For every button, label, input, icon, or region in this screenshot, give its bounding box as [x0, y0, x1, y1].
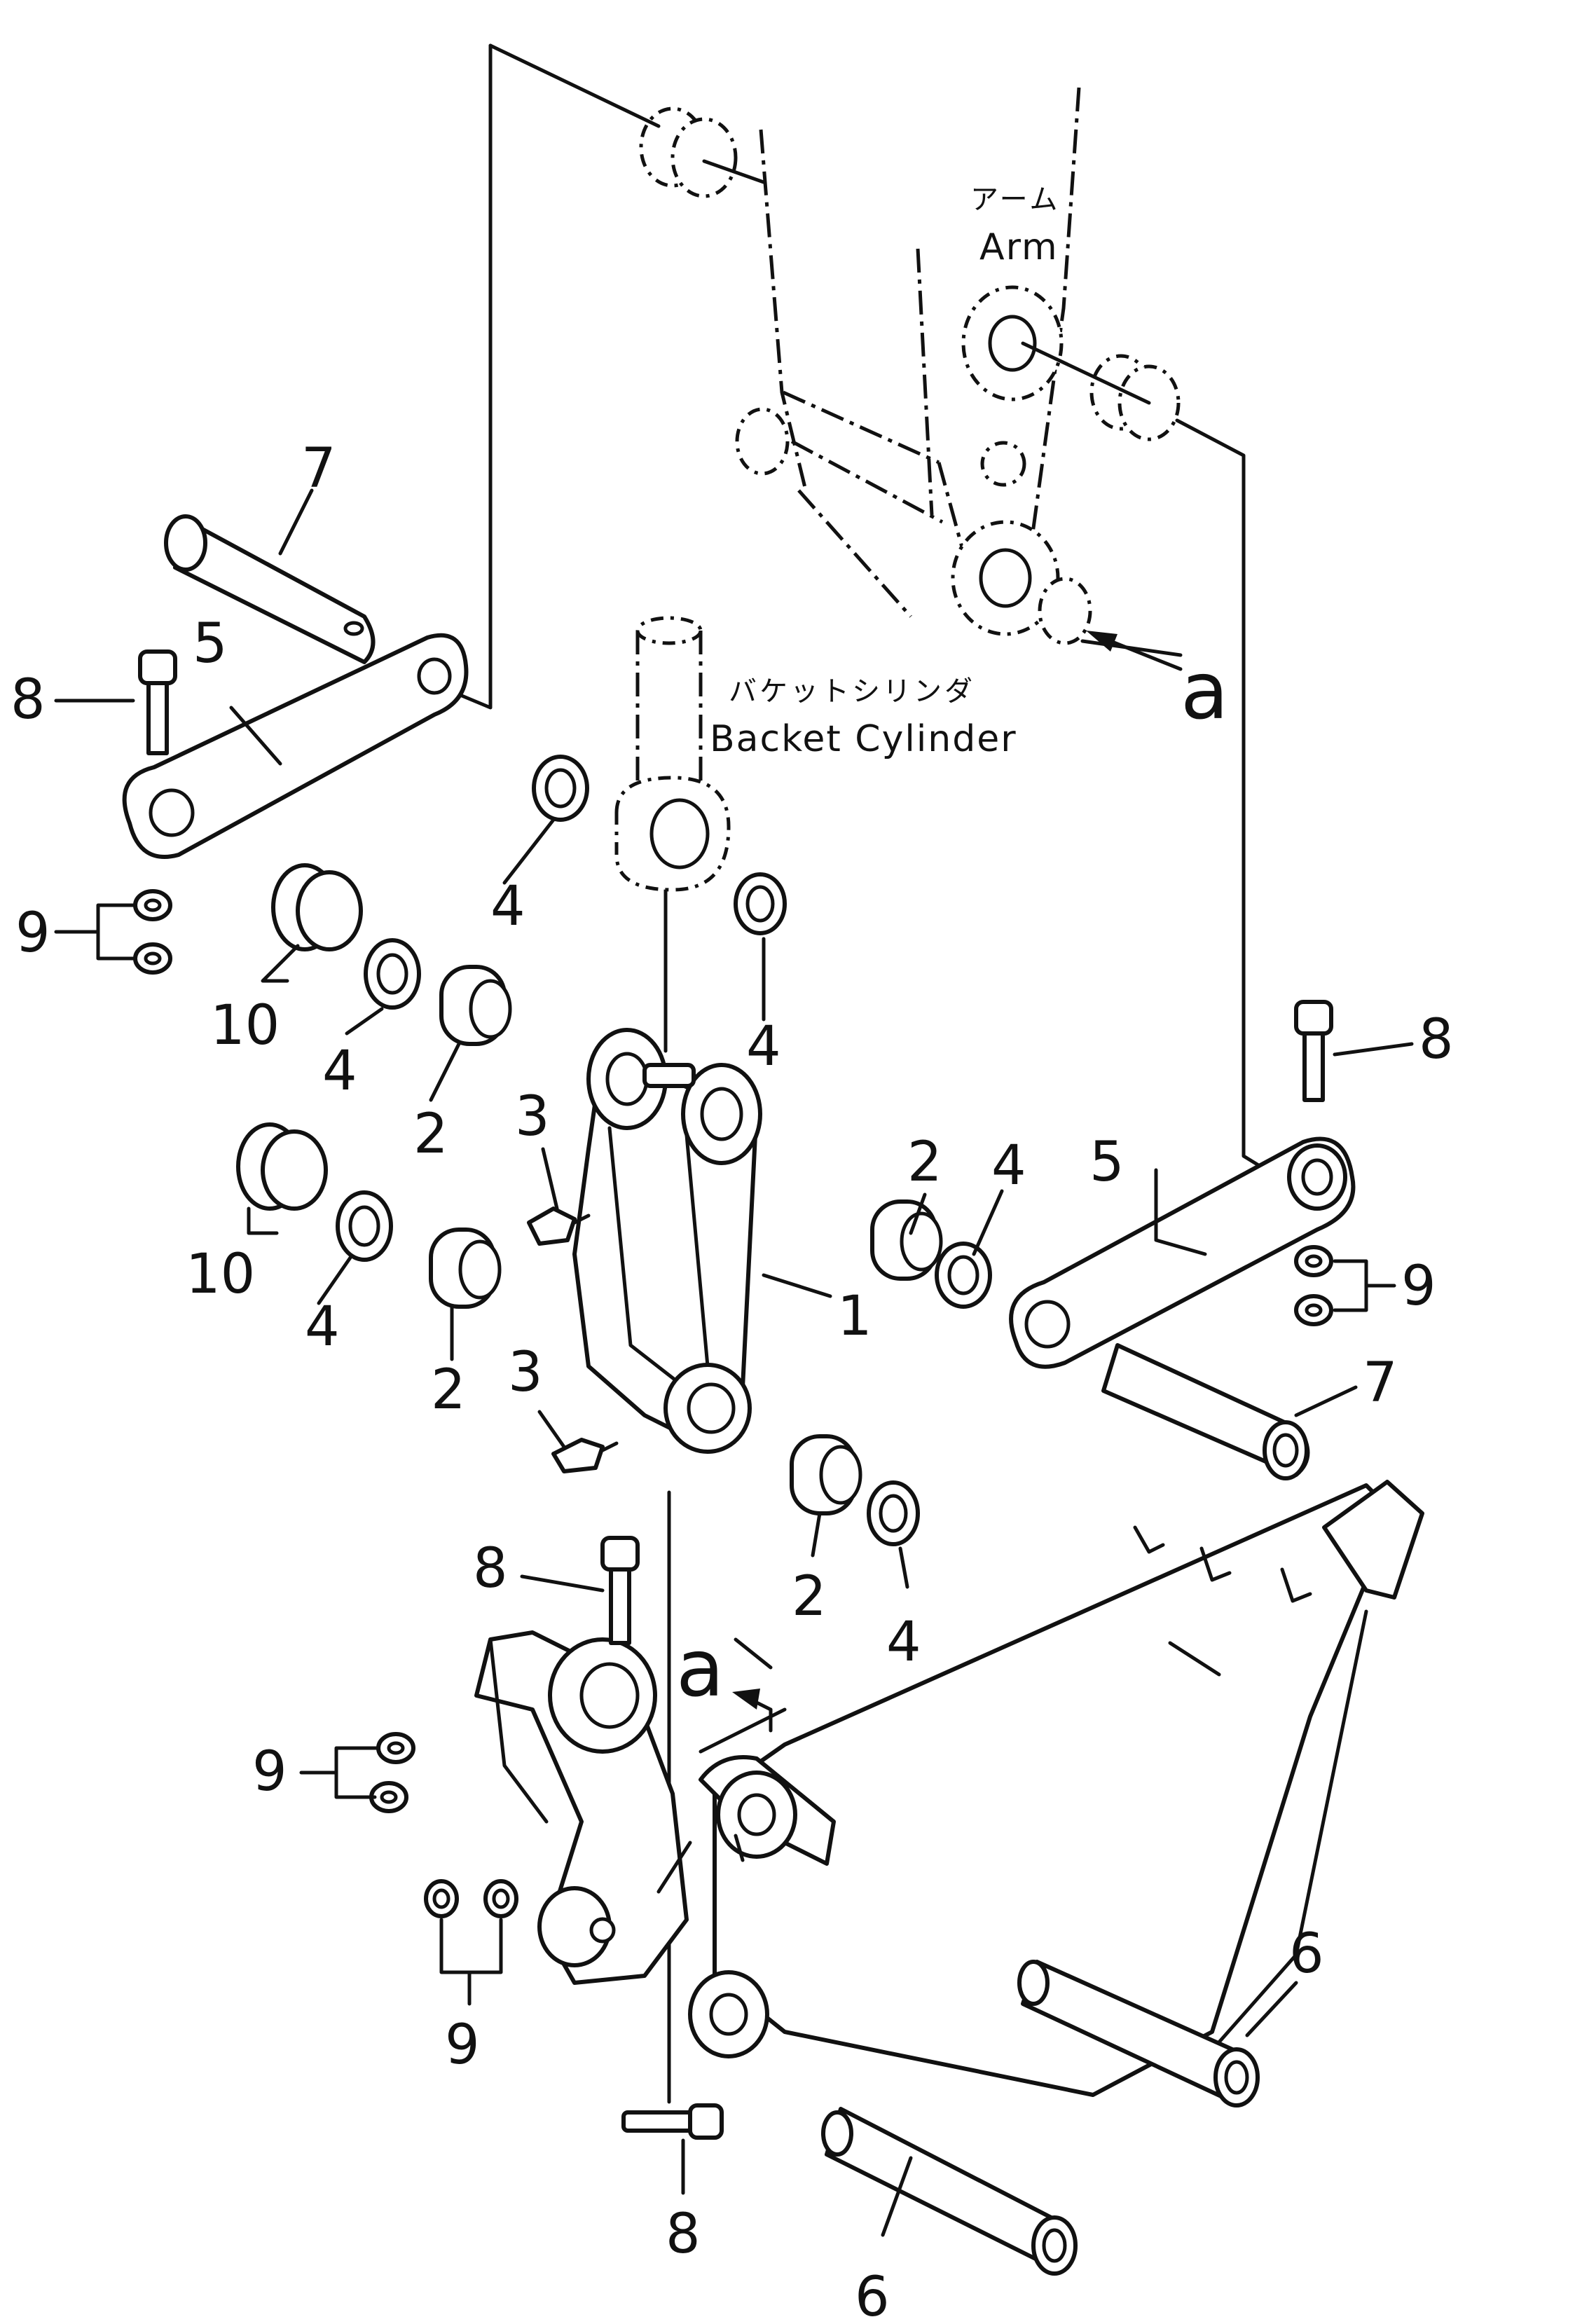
- seal-rings: [336, 755, 992, 1546]
- callout-10a: 10: [210, 994, 280, 1057]
- cylinder-label-en: Backet Cylinder: [710, 718, 1017, 760]
- view-a-top-arrow: [1086, 631, 1183, 671]
- callout-7-left: 7: [301, 437, 336, 500]
- callout-9-right: 9: [1401, 1255, 1436, 1318]
- bolt-8-right: [1294, 1000, 1333, 1102]
- arm-label-en: Arm: [979, 226, 1059, 268]
- link-5-left: [122, 633, 469, 859]
- callout-9-bottom: 9: [445, 2014, 480, 2077]
- view-a-mid-label: a: [676, 1623, 724, 1714]
- callout-1: 1: [837, 1285, 872, 1348]
- bolt-8-mid: [600, 1536, 640, 1645]
- callout-4c: 4: [322, 1040, 357, 1103]
- cylinder-label-jp: バケットシリンダ: [729, 675, 975, 708]
- view-a-mid-arrow: [732, 1689, 773, 1733]
- bucket-cylinder: [614, 616, 731, 892]
- pin-7-right: [1101, 1343, 1310, 1480]
- callout-5-right: 5: [1089, 1131, 1124, 1194]
- grease-fitting-upper: [527, 1206, 591, 1246]
- callout-9-left: 9: [15, 902, 50, 965]
- link-1-part: [572, 1028, 762, 1454]
- callout-4a: 4: [490, 875, 525, 938]
- nuts-9-right: [1294, 1245, 1333, 1326]
- callout-4e: 4: [991, 1134, 1026, 1197]
- callout-8-left: 8: [11, 668, 46, 731]
- arm-label-jp: アーム: [970, 184, 1060, 216]
- callout-8-bottom: 8: [666, 2203, 701, 2266]
- callout-4f: 4: [886, 1611, 921, 1674]
- callout-3b: 3: [508, 1341, 543, 1404]
- nuts-9-mid: [369, 1732, 415, 1813]
- callout-3a: 3: [515, 1085, 550, 1148]
- callout-10b: 10: [186, 1243, 255, 1306]
- bolt-8-bottom: [621, 2103, 724, 2140]
- callout-8-right: 8: [1419, 1008, 1454, 1071]
- callout-4d: 4: [305, 1295, 340, 1359]
- callout-5-left: 5: [193, 612, 228, 675]
- view-a-top-label: a: [1181, 646, 1229, 737]
- callout-2a: 2: [413, 1103, 448, 1166]
- arm-part: [639, 87, 1181, 645]
- pin-6-bottom: [821, 2107, 1078, 2276]
- callout-2c: 2: [907, 1131, 942, 1194]
- nuts-9-bottom: [424, 1879, 518, 1918]
- callout-6-bottom: 6: [855, 2266, 890, 2324]
- callout-4b: 4: [746, 1015, 781, 1078]
- nuts-9-left: [133, 889, 172, 975]
- grease-fitting-lower: [551, 1438, 619, 1473]
- bolt-8-left: [138, 649, 177, 755]
- callout-9-mid: 9: [252, 1740, 287, 1803]
- bucket-part: [688, 1480, 1424, 2097]
- callout-2d: 2: [792, 1565, 827, 1628]
- callout-7-right: 7: [1363, 1352, 1398, 1415]
- pin-7-left: [164, 514, 376, 664]
- shims: [236, 863, 363, 1211]
- bushings: [429, 965, 943, 1515]
- link-5-right: [1009, 1136, 1356, 1369]
- pin-6-right: [1017, 1960, 1260, 2108]
- callout-2b: 2: [431, 1359, 466, 1422]
- h-link-part: [474, 1630, 689, 1985]
- callout-6-right: 6: [1289, 1923, 1324, 1986]
- callout-8-mid: 8: [473, 1537, 508, 1600]
